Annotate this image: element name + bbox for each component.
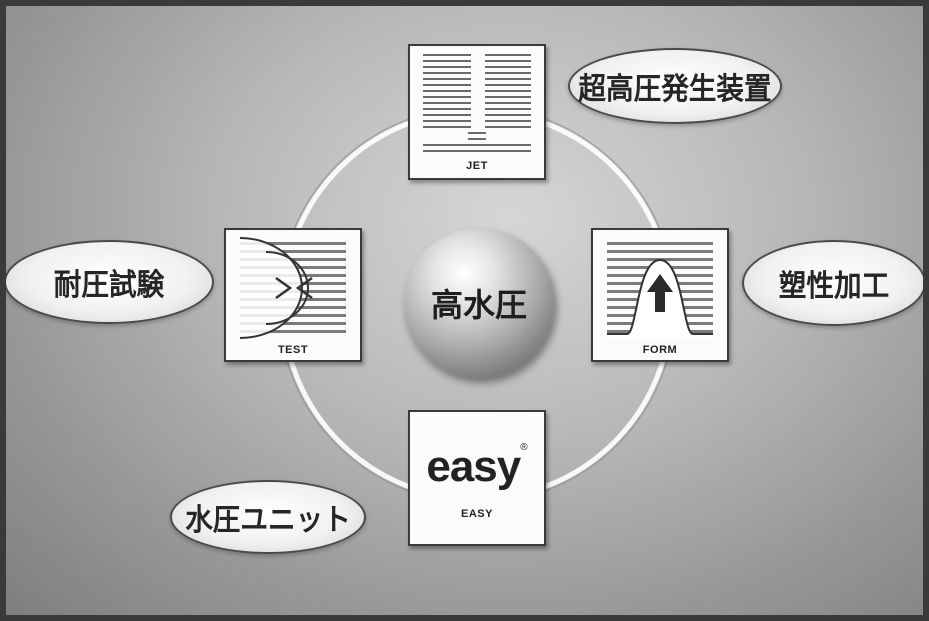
pill-bottom-left: 水圧ユニット [170,480,366,554]
jet-document-icon [423,54,531,152]
form-panel: FORM [591,228,729,362]
center-label: 高水圧 [430,286,527,324]
form-caption: FORM [642,344,678,356]
test-pressure-icon [239,237,346,339]
center-sphere: 高水圧 [404,228,554,378]
easy-logo-text: easy [426,442,521,491]
pill-left-label: 耐圧試験 [53,268,165,303]
pill-top-right: 超高圧発生装置 [568,48,782,124]
easy-caption: EASY [461,508,493,520]
form-arrow-icon [607,242,713,338]
pill-top-right-label: 超高圧発生装置 [578,72,772,107]
easy-logo: easy® [410,442,544,492]
registered-mark: ® [520,442,528,453]
pill-bottom-left-label: 水圧ユニット [185,503,351,538]
jet-caption: JET [466,160,488,172]
test-panel: TEST [224,228,362,362]
jet-panel: JET [408,44,546,180]
pill-left: 耐圧試験 [4,240,214,324]
easy-panel: easy® EASY [408,410,546,546]
test-caption: TEST [277,344,309,356]
pill-right: 塑性加工 [742,240,926,326]
pill-right-label: 塑性加工 [778,269,890,304]
